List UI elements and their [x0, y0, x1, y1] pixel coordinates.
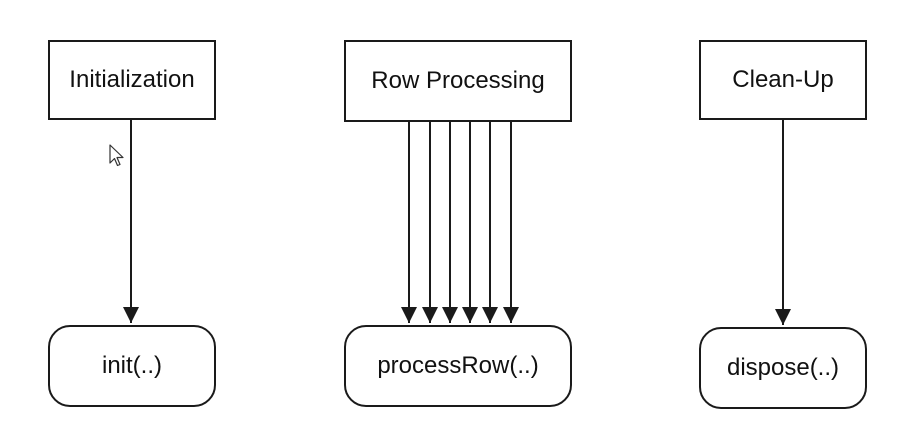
stage-initialization-box: Initialization	[48, 40, 216, 120]
method-process-row-label: processRow(..)	[377, 352, 539, 379]
method-dispose-label: dispose(..)	[726, 354, 840, 381]
method-init-box: init(..)	[48, 325, 216, 407]
method-process-row-box: processRow(..)	[344, 325, 572, 407]
mouse-pointer-icon	[109, 144, 124, 167]
method-init-label: init(..)	[102, 352, 162, 379]
stage-row-processing-label: Row Processing	[371, 67, 545, 94]
stage-initialization-label: Initialization	[69, 66, 195, 93]
method-dispose-box: dispose(..)	[699, 327, 867, 409]
stage-row-processing-box: Row Processing	[344, 40, 572, 122]
stage-clean-up-label: Clean-Up	[732, 66, 834, 93]
stage-clean-up-box: Clean-Up	[699, 40, 867, 120]
